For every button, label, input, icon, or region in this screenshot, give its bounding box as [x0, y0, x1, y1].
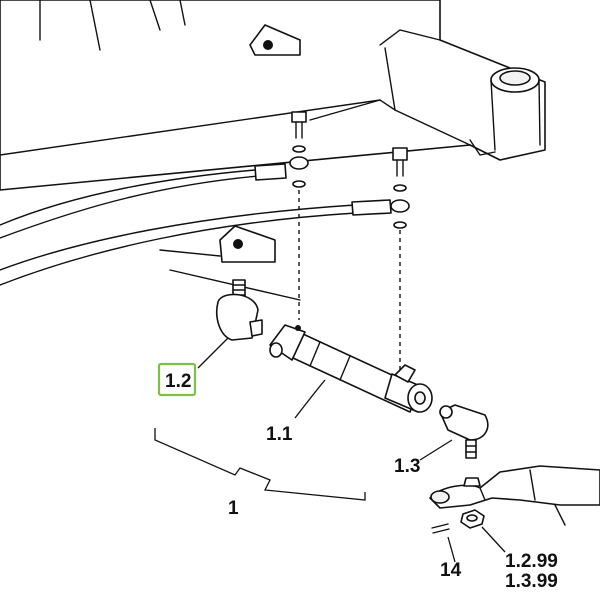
callout-1-3: 1.3 — [394, 456, 420, 477]
callouts: 1.2 1.1 1.3 1 14 1.2.99 1.3.99 — [157, 362, 558, 592]
tie-rod-end-right — [439, 404, 489, 459]
axle-beam — [0, 0, 546, 191]
banjo-bolt-right — [390, 147, 410, 372]
callout-1-2: 1.2 — [165, 371, 191, 392]
callout-1-1: 1.1 — [266, 424, 293, 445]
banjo-bolt-left — [289, 111, 309, 320]
leader-lines — [154, 337, 506, 563]
steering-knuckle-arm — [429, 465, 600, 526]
castle-nut — [460, 509, 485, 529]
callout-1-3-99: 1.3.99 — [505, 571, 558, 592]
callout-1: 1 — [228, 498, 239, 519]
tie-rod-end-left — [216, 279, 263, 341]
frame-bracket — [159, 225, 301, 301]
cotter-pin — [431, 523, 450, 534]
callout-14: 14 — [440, 560, 462, 581]
hydraulic-hoses — [0, 163, 392, 286]
hydraulic-cylinder — [269, 324, 433, 413]
callout-1-2-99: 1.2.99 — [505, 551, 558, 572]
callout-1-2-highlight-box — [157, 362, 197, 397]
